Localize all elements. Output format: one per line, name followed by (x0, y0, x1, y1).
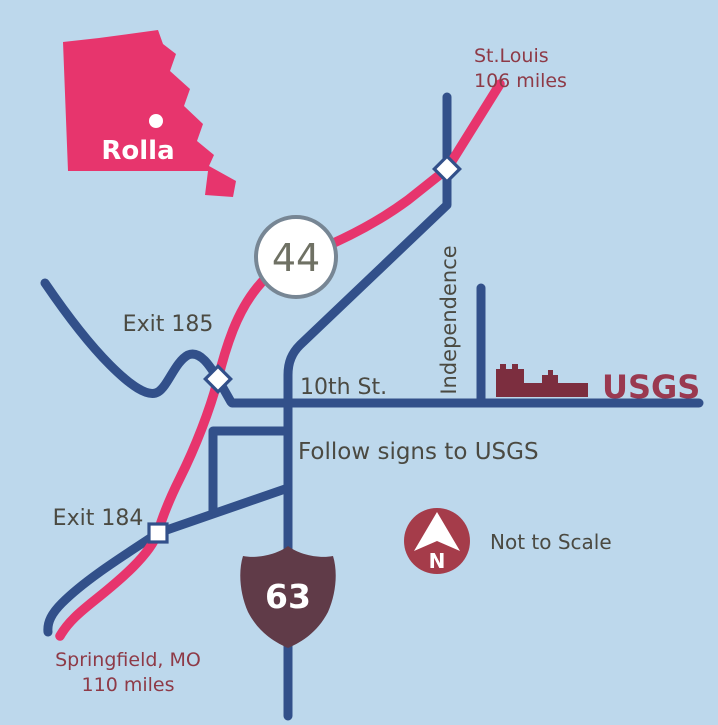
springfield-distance: 110 miles (82, 674, 175, 696)
i44-badge-label: 44 (272, 236, 320, 280)
compass-n-label: N (429, 549, 446, 573)
springfield-label: Springfield, MO 110 miles (55, 649, 207, 696)
marker-exit184-square-icon (147, 522, 169, 544)
road-exit184-connector (153, 483, 293, 538)
rolla-label: Rolla (101, 136, 174, 166)
exit184-label: Exit 184 (53, 506, 144, 531)
not-to-scale-label: Not to Scale (490, 530, 612, 554)
i44-badge-circle (254, 215, 338, 299)
follow-signs-label: Follow signs to USGS (298, 439, 539, 465)
road-network (40, 92, 704, 721)
tenth-st-label: 10th St. (300, 375, 387, 400)
marker-junction-diamond-icon (432, 154, 462, 184)
stlouis-name: St.Louis (474, 45, 549, 67)
exit185-label: Exit 185 (123, 312, 214, 337)
missouri-state-shape (63, 30, 236, 197)
junction-diamond-shape (432, 154, 462, 184)
road-highway-bypass (283, 92, 452, 721)
compass-north-icon: N (404, 508, 470, 574)
exit185-diamond-shape (203, 364, 233, 394)
road-west-winding (40, 278, 236, 407)
road-springfield (43, 528, 163, 637)
usgs-label: USGS (602, 368, 700, 406)
us63-shield-label: 63 (265, 577, 311, 616)
rolla-city-dot-icon (149, 114, 163, 128)
missouri-inset: Rolla (63, 30, 236, 197)
compass-arrow-icon (414, 512, 460, 551)
i44-badge: 44 (254, 215, 338, 299)
stlouis-label: St.Louis 106 miles (474, 45, 567, 92)
springfield-name: Springfield, MO (55, 649, 201, 671)
stlouis-distance: 106 miles (474, 70, 567, 92)
usgs-building-icon (496, 364, 588, 397)
us63-shield-shape (240, 546, 336, 648)
independence-label: Independence (437, 245, 461, 394)
marker-exit185-diamond-icon (203, 364, 233, 394)
us63-shield: 63 (240, 546, 336, 648)
road-service-loop (208, 426, 293, 518)
